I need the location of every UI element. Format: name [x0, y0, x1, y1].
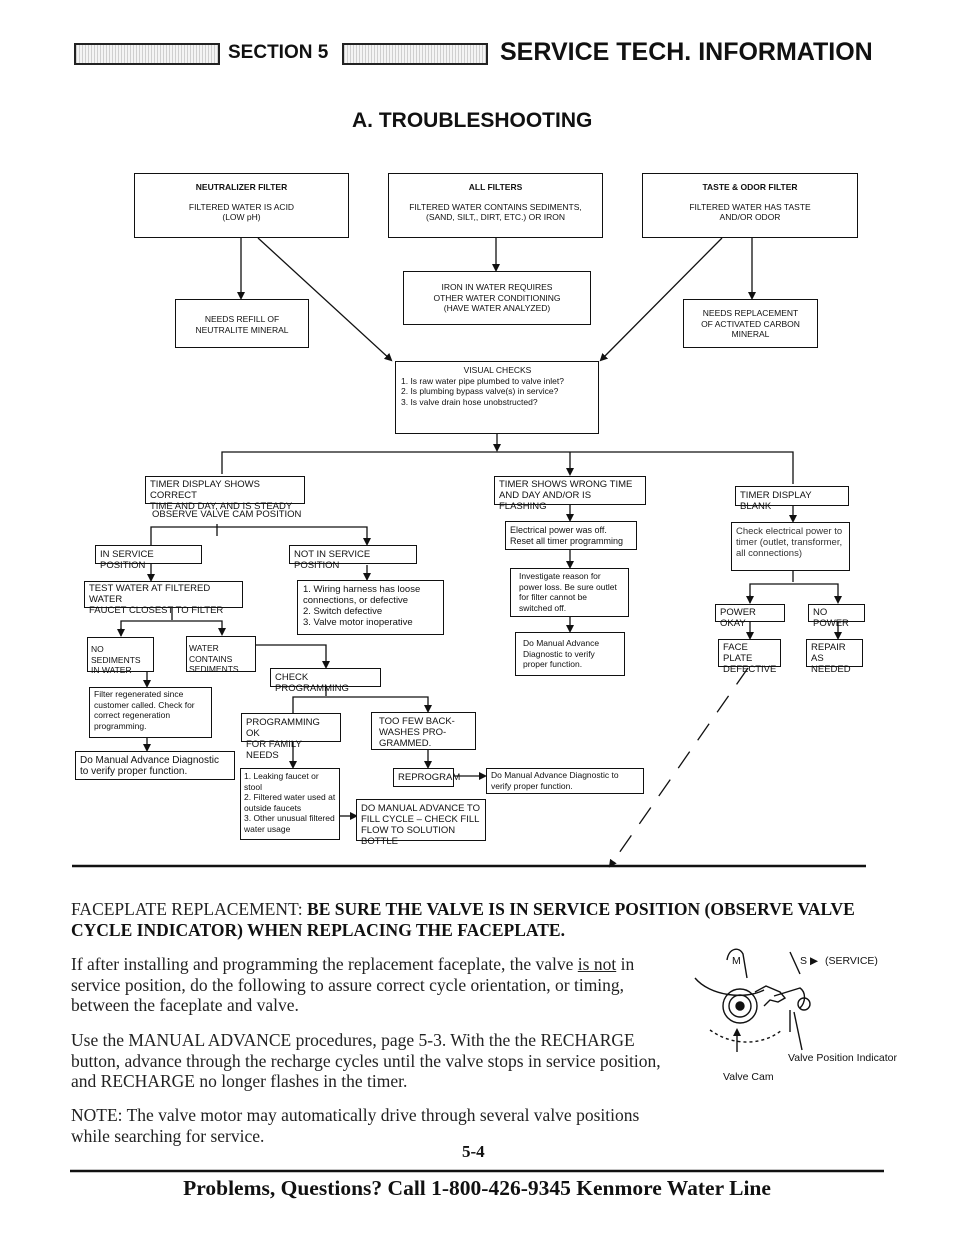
observe-cam-label: OBSERVE VALVE CAM POSITION: [152, 509, 302, 520]
carbon-replacement-box: NEEDS REPLACEMENT OF ACTIVATED CARBON MI…: [683, 299, 818, 348]
iron-conditioning-box: IRON IN WATER REQUIRES OTHER WATER CONDI…: [403, 271, 591, 325]
visual-checks-box: VISUAL CHECKS 1. Is raw water pipe plumb…: [395, 361, 599, 434]
faceplate-warning: BE SURE THE VALVE IS IN SERVICE POSITION…: [71, 899, 855, 940]
box-title: ALL FILTERS: [468, 182, 523, 192]
check-programming-box: CHECK PROGRAMMING: [270, 668, 381, 694]
valve-cam-illustration: [694, 948, 811, 1052]
paragraph-2: Use the MANUAL ADVANCE procedures, page …: [71, 1030, 661, 1091]
investigate-box: Investigate reason for power loss. Be su…: [510, 568, 629, 617]
header-bar-right: [342, 43, 488, 65]
in-service-box: IN SERVICE POSITION: [95, 545, 202, 571]
manual-fill-box: DO MANUAL ADVANCE TO FILL CYCLE – CHECK …: [356, 799, 486, 847]
page-title: SERVICE TECH. INFORMATION: [500, 38, 873, 66]
valve-cam-label: Valve Cam: [723, 1071, 774, 1083]
taste-odor-filter-box: TASTE & ODOR FILTER FILTERED WATER HAS T…: [642, 173, 858, 238]
faceplate-replacement-paragraph: FACEPLATE REPLACEMENT: BE SURE THE VALVE…: [71, 899, 886, 940]
figure-s-label: S: [800, 955, 808, 967]
leaking-item: 1. Leaking faucet or stool: [244, 771, 319, 792]
no-power-box: NO POWER: [808, 604, 865, 629]
not-in-service-box: NOT IN SERVICE POSITION: [289, 545, 417, 571]
wiring-item: 3. Valve motor inoperative: [303, 617, 413, 628]
filter-regenerated-box: Filter regenerated since customer called…: [89, 687, 212, 738]
visual-check-item: 3. Is valve drain hose unobstructed?: [401, 396, 538, 407]
paragraph-1: If after installing and programming the …: [71, 954, 675, 1016]
leaking-item: 3. Other unusual filtered water usage: [244, 813, 335, 834]
check-power-box: Check electrical power to timer (outlet,…: [731, 522, 850, 571]
neutralite-refill-box: NEEDS REFILL OF NEUTRALITE MINERAL: [175, 299, 309, 348]
footer-text: Problems, Questions? Call 1-800-426-9345…: [183, 1176, 771, 1200]
too-few-backwashes-box: TOO FEW BACK- WASHES PRO- GRAMMED.: [371, 712, 476, 750]
visual-check-item: 2. Is plumbing bypass valve(s) in servic…: [401, 386, 559, 396]
timer-blank-box: TIMER DISPLAY BLANK: [735, 486, 849, 512]
timer-correct-box: TIMER DISPLAY SHOWS CORRECT TIME AND DAY…: [145, 476, 305, 512]
p1-underlined: is not: [577, 954, 617, 974]
figure-arrow-icon: ▶: [810, 955, 819, 967]
figure-service-label: (SERVICE): [825, 955, 878, 967]
box-body: FILTERED WATER CONTAINS SEDIMENTS, (SAND…: [409, 201, 582, 223]
valve-position-indicator-label: Valve Position Indicator: [788, 1052, 897, 1064]
visual-checks-title: VISUAL CHECKS: [463, 365, 532, 375]
no-sediments-box: NO SEDIMENTS IN WATER: [87, 637, 154, 675]
all-filters-box: ALL FILTERS FILTERED WATER CONTAINS SEDI…: [388, 173, 603, 238]
visual-check-item: 1. Is raw water pipe plumbed to valve in…: [401, 375, 565, 386]
faceplate-defective-box: FACE PLATE DEFECTIVE: [718, 639, 781, 675]
section-label: SECTION 5: [228, 42, 329, 63]
power-okay-box: POWER OKAY: [715, 604, 785, 629]
reprogram-box: REPROGRAM: [393, 768, 460, 787]
programming-ok-box: PROGRAMMING OK FOR FAMILY NEEDS: [241, 713, 341, 761]
box-body: FILTERED WATER HAS TASTE AND/OR ODOR: [689, 201, 811, 223]
p1-end: in service position, do the following to…: [71, 954, 635, 1015]
header-bar-left: [74, 43, 220, 65]
box-title: TASTE & ODOR FILTER: [702, 182, 798, 192]
manual-advance-left-box: Do Manual Advance Diagnostic to verify p…: [75, 751, 235, 780]
section-subtitle: A. TROUBLESHOOTING: [352, 109, 593, 132]
faceplate-lead: FACEPLATE REPLACEMENT:: [71, 899, 308, 919]
manual-advance-mid-box: Do Manual Advance Diagnostic to verify p…: [486, 768, 644, 794]
page-number: 5-4: [462, 1142, 485, 1161]
manual-advance-middle-box: Do Manual Advance Diagnostic to verify p…: [515, 632, 625, 676]
leaking-box: 1. Leaking faucet or stool 2. Filtered w…: [240, 768, 340, 840]
figure-m-label: M: [732, 955, 741, 967]
neutralizer-filter-box: NEUTRALIZER FILTER FILTERED WATER IS ACI…: [134, 173, 349, 238]
box-title: NEUTRALIZER FILTER: [195, 182, 288, 192]
leaking-item: 2. Filtered water used at outside faucet…: [244, 792, 336, 813]
water-contains-sediments-box: WATER CONTAINS SEDIMENTS: [186, 636, 256, 674]
paragraph-3: NOTE: The valve motor may automatically …: [71, 1105, 640, 1146]
wiring-item: 1. Wiring harness has loose connections,…: [303, 584, 421, 606]
repair-box: REPAIR AS NEEDED: [806, 639, 863, 675]
p1-start: If after installing and programming the …: [71, 954, 578, 974]
timer-wrong-box: TIMER SHOWS WRONG TIME AND DAY AND/OR IS…: [494, 476, 646, 512]
box-body: FILTERED WATER IS ACID (LOW pH): [188, 201, 295, 223]
test-water-box: TEST WATER AT FILTERED WATER FAUCET CLOS…: [84, 581, 243, 616]
wiring-item: 2. Switch defective: [303, 606, 383, 617]
wiring-box: 1. Wiring harness has loose connections,…: [297, 580, 444, 635]
power-was-off-box: Electrical power was off. Reset all time…: [505, 521, 637, 550]
